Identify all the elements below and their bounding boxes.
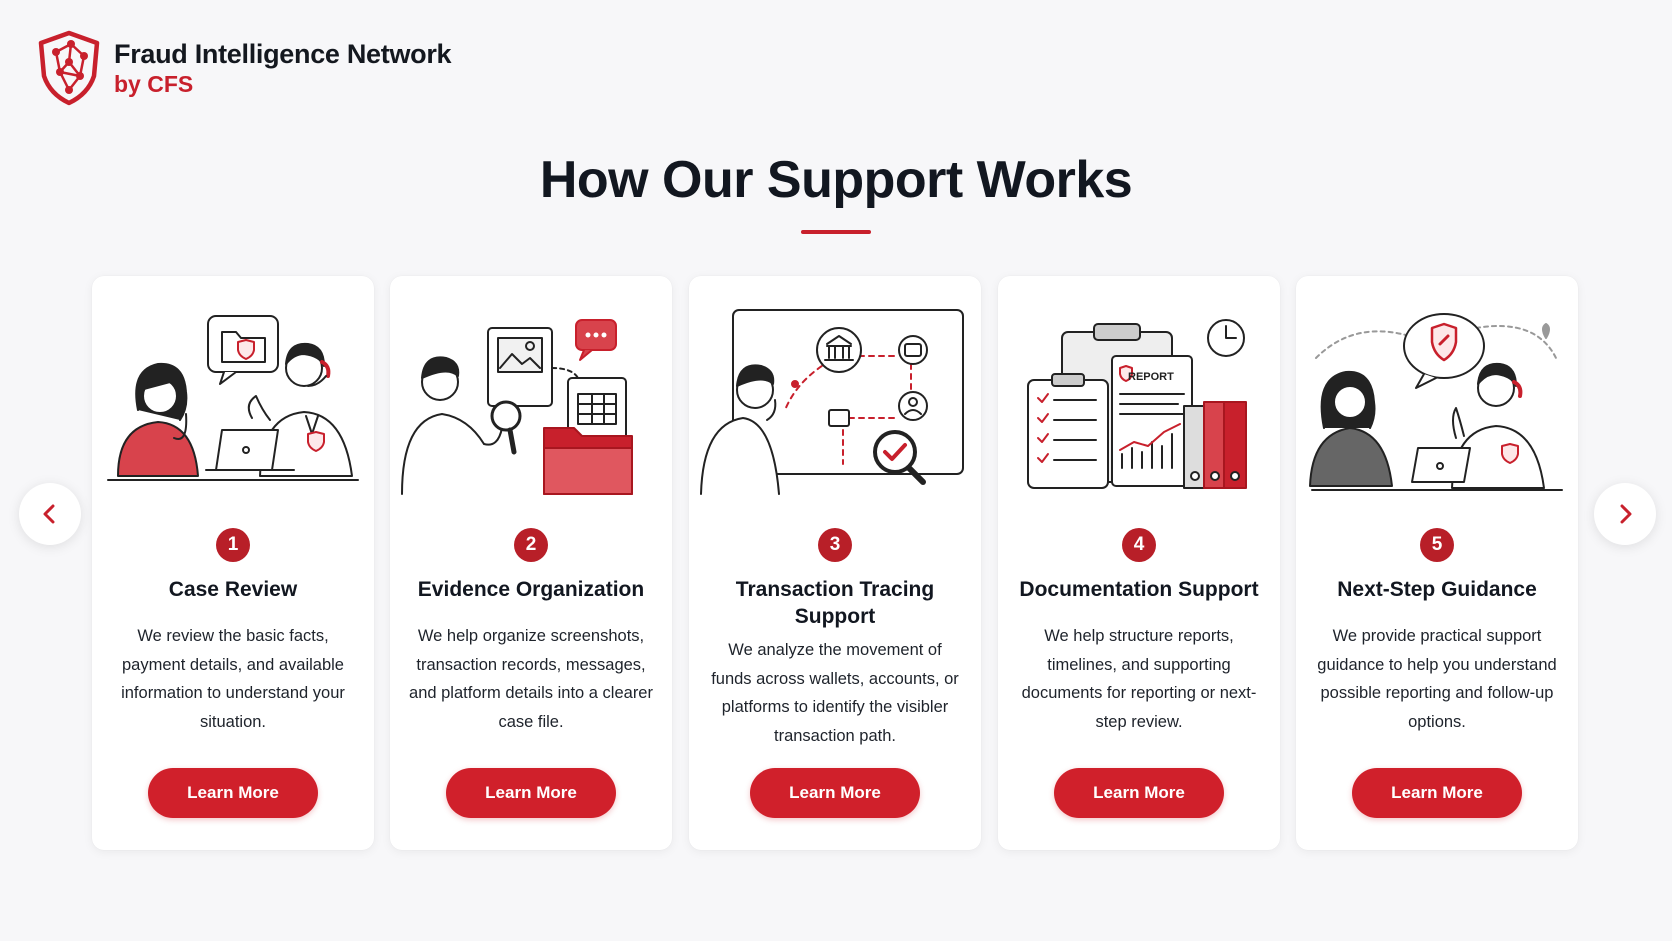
step-badge: 3	[818, 528, 852, 562]
step-badge: 2	[514, 528, 548, 562]
card-title: Transaction Tracing Support	[735, 578, 935, 628]
guidance-illustration	[1309, 313, 1563, 491]
learn-more-button[interactable]: Learn More	[148, 768, 318, 818]
transaction-tracing-illustration	[700, 309, 964, 495]
step-badge: 5	[1420, 528, 1454, 562]
page-title: How Our Support Works	[539, 151, 1133, 209]
step-badge: 4	[1122, 528, 1156, 562]
card-description: We help structure reports, timelines, an…	[1021, 627, 1257, 731]
card-title: Evidence Organization	[417, 578, 645, 601]
brand-subtitle: by CFS	[114, 71, 194, 97]
card-title: Documentation Support	[1019, 578, 1259, 601]
case-review-illustration	[107, 315, 359, 481]
chevron-left-icon	[43, 504, 55, 524]
brand-title: Fraud Intelligence Network	[114, 39, 452, 69]
learn-more-button[interactable]: Learn More	[1352, 768, 1522, 818]
carousel-next-button[interactable]	[1594, 483, 1656, 545]
documentation-illustration: REPORT	[1027, 319, 1247, 489]
carousel-prev-button[interactable]	[19, 483, 81, 545]
learn-more-button[interactable]: Learn More	[1054, 768, 1224, 818]
card-title: Case Review	[168, 578, 298, 601]
step-card-case-review: 1 Case Review We review the basic facts,…	[92, 276, 374, 850]
card-description: We review the basic facts, payment detai…	[121, 627, 345, 731]
report-label: REPORT	[1128, 371, 1174, 383]
step-card-documentation-support: REPORT 4 Documentation Support We help s…	[998, 276, 1280, 850]
brand-header[interactable]: Fraud Intelligence Network by CFS	[36, 30, 452, 106]
title-underline	[801, 230, 871, 234]
chevron-right-icon	[1620, 504, 1632, 524]
card-description: We provide practical support guidance to…	[1317, 627, 1557, 731]
learn-more-button[interactable]: Learn More	[750, 768, 920, 818]
evidence-organization-illustration	[401, 319, 633, 495]
shield-network-icon	[38, 30, 100, 106]
step-card-next-step-guidance: 5 Next-Step Guidance We provide practica…	[1296, 276, 1578, 850]
card-description: We help organize screenshots, transactio…	[409, 627, 653, 731]
card-description: We analyze the movement of funds across …	[711, 641, 959, 745]
step-card-transaction-tracing: 3 Transaction Tracing Support We analyze…	[689, 276, 981, 850]
step-badge: 1	[216, 528, 250, 562]
learn-more-button[interactable]: Learn More	[446, 768, 616, 818]
card-title: Next-Step Guidance	[1337, 578, 1537, 601]
step-card-evidence-organization: 2 Evidence Organization We help organize…	[390, 276, 672, 850]
